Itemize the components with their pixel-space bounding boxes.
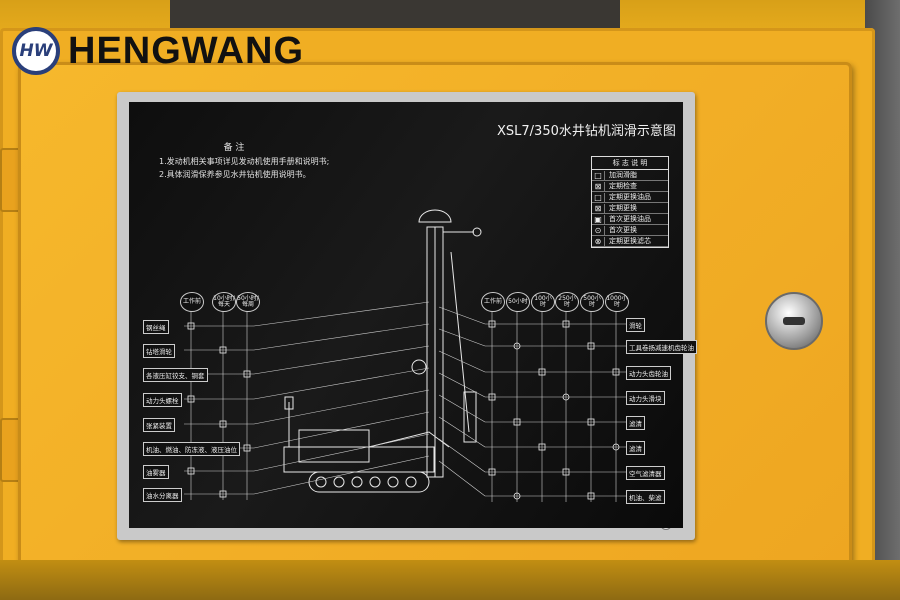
- legend-symbol-icon: ⊙: [592, 225, 605, 235]
- schedule-marks: [187, 320, 620, 500]
- legend-row: ⊠ 定期检查: [592, 181, 668, 192]
- track-rollers: [315, 476, 417, 488]
- brand-logo: HW HENGWANG: [12, 26, 304, 76]
- right-component-label: 空气滤清器: [626, 466, 665, 480]
- left-component-label: 张紧装置: [143, 418, 175, 432]
- schedule-grid: [184, 311, 626, 502]
- notes-heading: 备 注: [223, 143, 245, 153]
- right-column-header: 1000小时: [605, 292, 629, 312]
- legend-symbol-icon: ⊗: [592, 236, 605, 246]
- notes-block: 备 注 1.发动机相关事项详见发动机使用手册和说明书; 2.具体润滑保养参见水井…: [159, 142, 329, 181]
- right-component-label: 动力头滑块: [626, 391, 665, 405]
- right-column-header: 工作前: [481, 292, 505, 312]
- legend-row: □ 定期更换油品: [592, 192, 668, 203]
- right-column-header: 250小时: [555, 292, 579, 312]
- rig-top-pulley: [418, 209, 452, 223]
- legend-title: 标 志 说 明: [592, 157, 668, 170]
- brand-name: HENGWANG: [68, 29, 304, 72]
- keyhole: [783, 317, 805, 325]
- legend-label: 首次更换: [609, 226, 637, 234]
- left-component-label: 动力头螺栓: [143, 393, 182, 407]
- rig-track: [308, 471, 430, 493]
- legend-label: 定期更换滤芯: [609, 237, 651, 245]
- left-column-header: 10小时/每天: [212, 292, 236, 312]
- right-component-label: 滤清: [626, 441, 645, 455]
- legend-row: ⊗ 定期更换滤芯: [592, 236, 668, 247]
- legend-row: ⊙ 首次更换: [592, 225, 668, 236]
- left-component-label: 油水分离器: [143, 488, 182, 502]
- right-component-label: 工具卷扬减速机齿轮油: [626, 340, 697, 354]
- legend-symbol-icon: □: [592, 192, 605, 202]
- legend-table: 标 志 说 明 □ 加润滑脂 ⊠ 定期检查 □ 定期更换油品 ⊠ 定期更换 ▣ 首次更换油品 ⊙ 首次…: [591, 156, 669, 248]
- left-component-label: 钢丝绳: [143, 320, 169, 334]
- right-component-label: 滤清: [626, 416, 645, 430]
- leader-lines: [253, 301, 486, 497]
- left-component-label: 各液压缸铰支、铜套: [143, 368, 208, 382]
- machine-base: [0, 560, 900, 600]
- plate-face: XSL7/350水井钻机润滑示意图 备 注 1.发动机相关事项详见发动机使用手册…: [129, 102, 697, 528]
- legend-row: ▣ 首次更换油品: [592, 214, 668, 225]
- legend-row: □ 加润滑脂: [592, 170, 668, 181]
- engine-housing: [170, 0, 620, 30]
- rig-cab: [298, 429, 370, 463]
- left-column-header: 50小时/每周: [236, 292, 260, 312]
- left-component-label: 机油、燃油、防冻液、液压油位: [143, 442, 240, 456]
- right-column-header: 500小时: [580, 292, 604, 312]
- drill-rig-diagram: [184, 209, 626, 502]
- notes-line: 1.发动机相关事项详见发动机使用手册和说明书;: [159, 157, 330, 166]
- legend-label: 定期更换油品: [609, 193, 651, 201]
- lubrication-plate: XSL7/350水井钻机润滑示意图 备 注 1.发动机相关事项详见发动机使用手册…: [117, 92, 697, 540]
- left-component-label: 钻塔滑轮: [143, 344, 175, 358]
- right-column-header: 50小时: [506, 292, 530, 312]
- left-column-header: 工作前: [180, 292, 204, 312]
- legend-label: 定期更换: [609, 204, 637, 212]
- plate-title: XSL7/350水井钻机润滑示意图: [497, 124, 676, 139]
- legend-label: 加润滑脂: [609, 171, 637, 179]
- legend-symbol-icon: ⊠: [592, 203, 605, 213]
- right-component-label: 动力头齿轮油: [626, 366, 671, 380]
- right-component-label: 机油、柴滤: [626, 490, 665, 504]
- left-component-label: 油雾器: [143, 465, 169, 479]
- legend-symbol-icon: ▣: [592, 214, 605, 224]
- drill-rig-drawing: [283, 209, 482, 493]
- right-component-label: 滑轮: [626, 318, 645, 332]
- legend-symbol-icon: ⊠: [592, 181, 605, 191]
- legend-row: ⊠ 定期更换: [592, 203, 668, 214]
- legend-label: 定期检查: [609, 182, 637, 190]
- door-lock: [765, 292, 823, 350]
- legend-label: 首次更换油品: [609, 215, 651, 223]
- right-column-header: 100小时: [531, 292, 555, 312]
- notes-line: 2.具体润滑保养参见水井钻机使用说明书。: [159, 170, 311, 179]
- legend-symbol-icon: □: [592, 170, 605, 180]
- brand-mark: HW: [12, 27, 60, 75]
